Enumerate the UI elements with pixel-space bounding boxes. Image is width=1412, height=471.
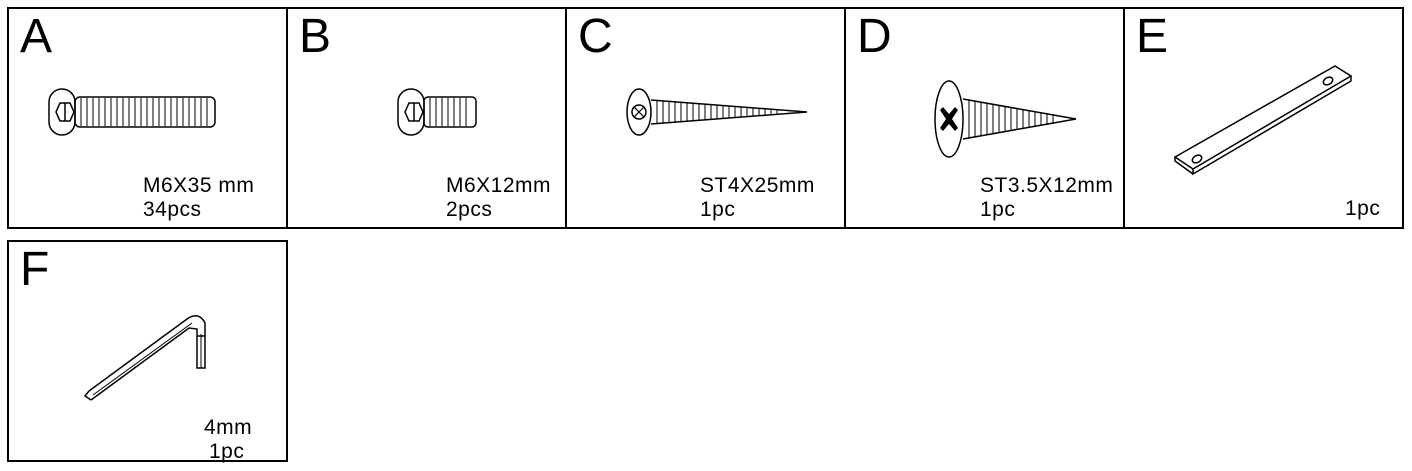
part-size: M6X12mm xyxy=(446,174,552,197)
parts-row-2: F 4mm 1pc xyxy=(7,240,288,463)
part-cell-f: F 4mm 1pc xyxy=(7,240,288,463)
round-head-wood-screw-icon xyxy=(626,88,808,136)
part-cell-c: C ST4X25mm 1pc xyxy=(565,7,846,229)
part-quantity: 1pc xyxy=(1345,197,1381,220)
part-cell-a: A M6X35 mm 34pcs xyxy=(7,7,288,229)
part-letter: E xyxy=(1136,10,1169,63)
part-cell-b: B M6X12mm 2pcs xyxy=(286,7,567,229)
part-quantity: 1pc xyxy=(209,440,245,463)
part-size: ST3.5X12mm xyxy=(980,174,1114,197)
phillips-wood-screw-icon xyxy=(934,80,1077,158)
hex-allen-key-icon xyxy=(83,315,206,401)
flat-metal-bracket-icon xyxy=(1173,65,1353,176)
part-size: 4mm xyxy=(204,416,253,439)
part-quantity: 1pc xyxy=(980,198,1016,221)
part-letter: F xyxy=(20,243,50,296)
flat-head-hex-socket-bolt-short-icon xyxy=(397,88,477,136)
parts-row-1: A M6X35 mm 34pcs B xyxy=(7,7,1404,229)
flat-head-hex-socket-bolt-long-icon xyxy=(48,88,216,136)
part-letter: C xyxy=(578,10,613,63)
part-quantity: 2pcs xyxy=(446,198,493,221)
part-letter: D xyxy=(857,10,892,63)
part-letter: B xyxy=(299,10,332,63)
part-size: M6X35 mm xyxy=(143,174,255,197)
part-quantity: 1pc xyxy=(700,198,736,221)
part-cell-d: D ST3.5X12mm 1pc xyxy=(844,7,1125,229)
part-size: ST4X25mm xyxy=(700,174,815,197)
part-cell-e: E 1pc xyxy=(1123,7,1404,229)
part-letter: A xyxy=(20,10,53,63)
part-quantity: 34pcs xyxy=(143,198,202,221)
